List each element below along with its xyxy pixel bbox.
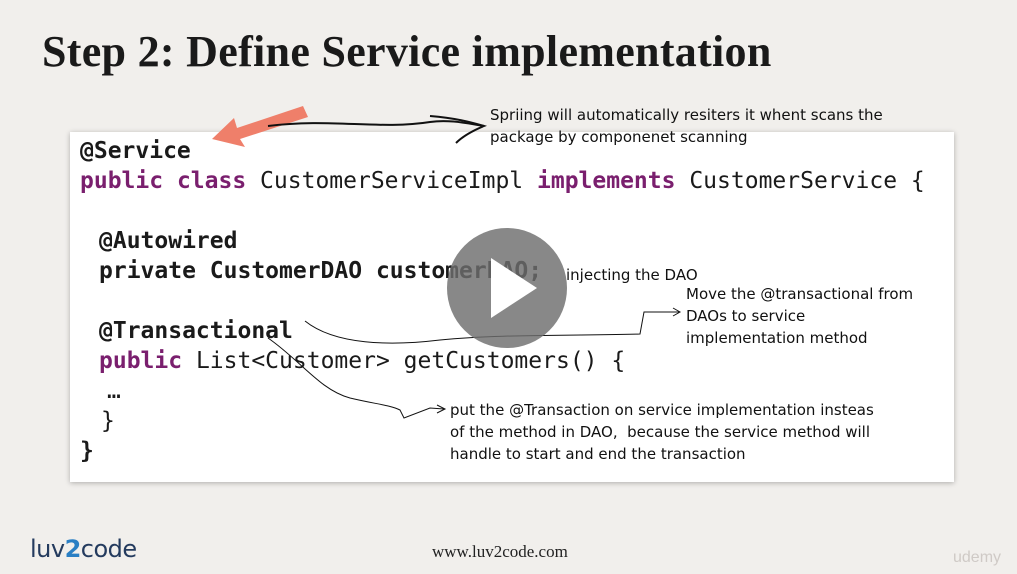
pointer-arrow-icon	[212, 106, 308, 147]
service-annotation: @Service	[80, 138, 191, 164]
slide-title: Step 2: Define Service implementation	[42, 27, 772, 76]
transactional-annotation: @Transactional	[99, 318, 293, 344]
service-note-arrow	[267, 120, 485, 127]
dao-note: injecting the DAO	[566, 266, 698, 284]
luv2code-logo: luv2code	[30, 535, 137, 563]
udemy-watermark: udemy	[953, 549, 1002, 566]
service-note: Spriing will automatically resiters it w…	[490, 106, 883, 146]
footer-url: www.luv2code.com	[432, 542, 568, 561]
method-signature: public List<Customer> getCustomers() {	[99, 348, 626, 374]
transaction-note: put the @Transaction on service implemen…	[450, 401, 874, 463]
transactional-move-note: Move the @transactional from DAOs to ser…	[686, 285, 914, 347]
play-button[interactable]	[447, 228, 567, 348]
transaction-note-arrow	[267, 337, 445, 419]
class-declaration: public class CustomerServiceImpl impleme…	[80, 168, 925, 194]
method-close-brace: }	[101, 408, 115, 434]
code-ellipsis: …	[107, 378, 121, 404]
transactional-note-arrow	[304, 311, 679, 344]
autowired-annotation: @Autowired	[99, 228, 238, 254]
class-close-brace: }	[80, 438, 94, 464]
play-icon[interactable]	[491, 258, 537, 318]
